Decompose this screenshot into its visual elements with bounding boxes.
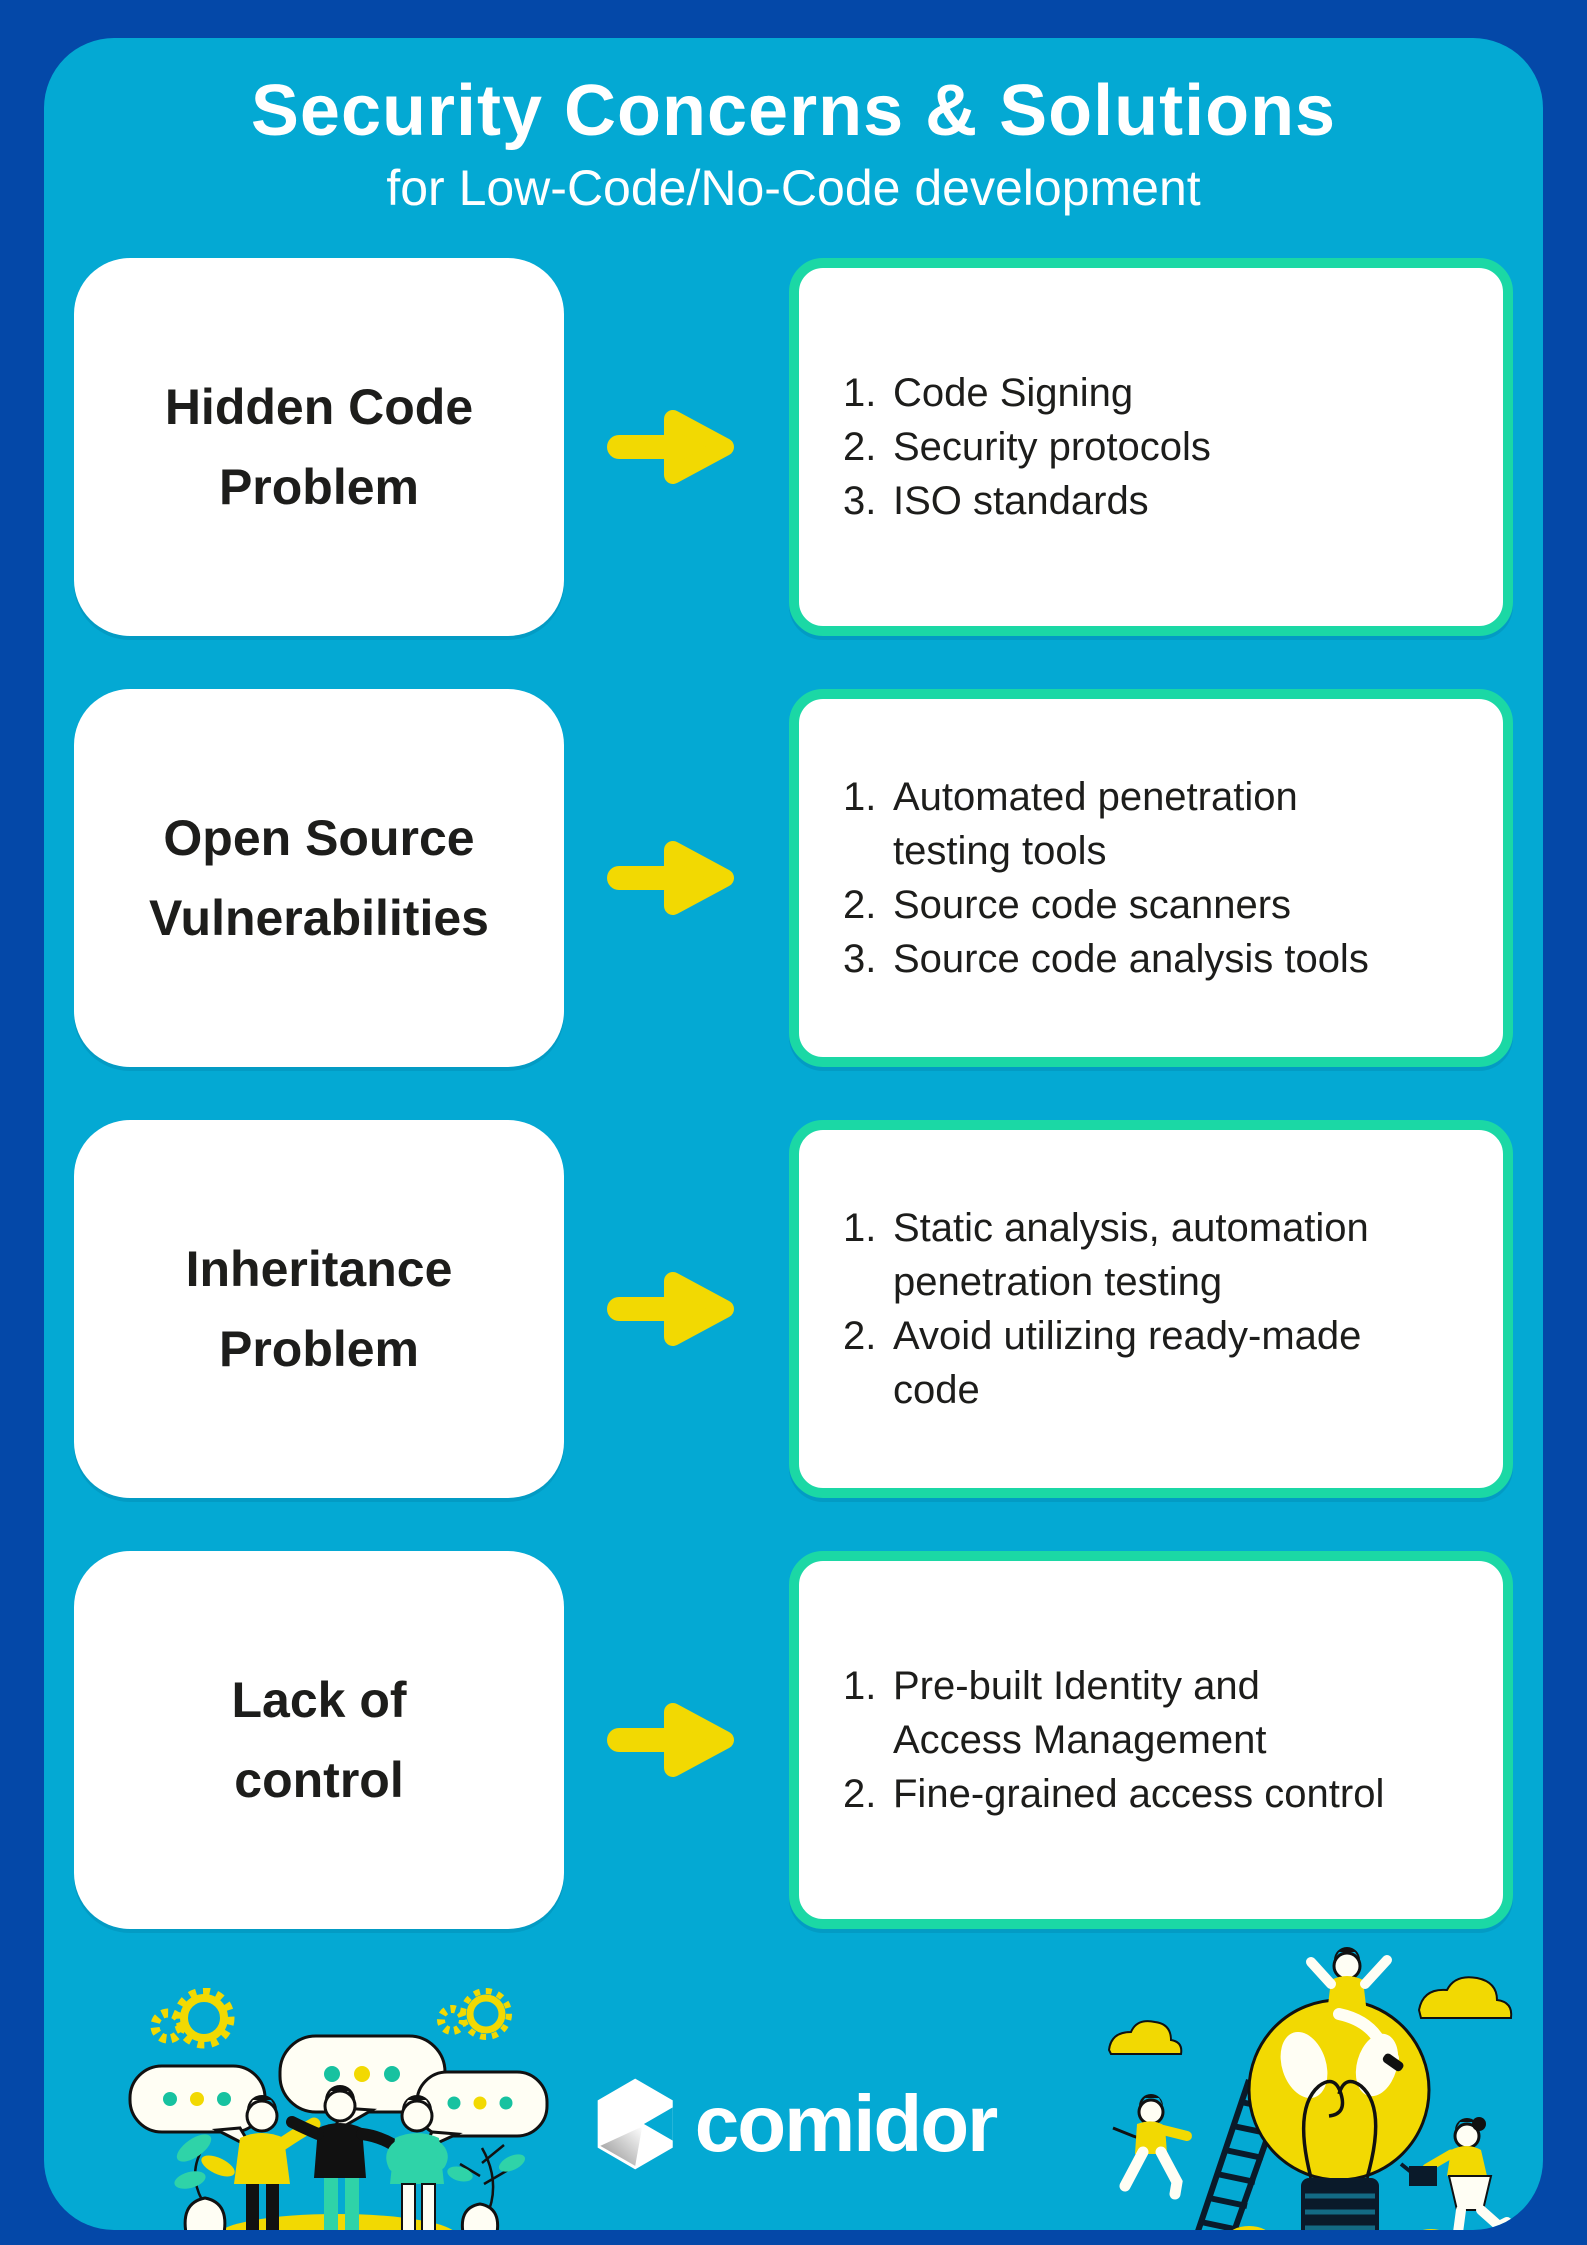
solution-item: Pre-built Identity and Access Management [843,1659,1267,1763]
comidor-logo-icon [597,2078,673,2170]
cloud-icon [1107,1976,1513,2055]
row-inheritance: Inheritance Problem Static analysis, aut… [74,1120,1513,1499]
person-teal [386,2095,448,2230]
solution-item: ISO standards [843,474,1149,528]
solution-list: Automated penetration testing tools Sour… [843,770,1369,986]
infographic-panel: Security Concerns & Solutions for Low-Co… [44,38,1543,2230]
problem-card: Hidden Code Problem [74,258,564,637]
lightbulb [1247,1998,1431,2230]
comidor-logo: comidor [591,2076,999,2172]
watering-woman [1399,2117,1512,2230]
solution-list: Static analysis, automation penetration … [843,1201,1369,1417]
arrow-cell [564,258,789,636]
solution-item: Code Signing [843,366,1134,420]
arrow-cell [564,1120,789,1498]
plant-left [174,2134,235,2230]
solution-item: Source code scanners [843,878,1292,932]
solution-box: Pre-built Identity and Access Management… [789,1551,1513,1930]
right-arrow-icon [606,1272,734,1347]
comidor-logo-text: comidor [694,2079,999,2168]
person-on-bulb [1306,1947,1404,2072]
row-lack-of-control: Lack of control Pre-built Identity and A… [74,1551,1513,1930]
lightbulb-illustration [1107,1947,1535,2230]
page-title: Security Concerns & Solutions [250,71,1337,151]
plant-right [447,2144,526,2230]
solution-box: Automated penetration testing tools Sour… [789,689,1513,1068]
solution-list: Code Signing Security protocols ISO stan… [843,366,1211,528]
row-hidden-code: Hidden Code Problem Code Signing Securit… [74,258,1513,637]
right-arrow-icon [606,1703,734,1778]
problem-card: Lack of control [74,1551,564,1930]
solution-item: Source code analysis tools [843,932,1369,986]
running-woman [1112,2094,1192,2200]
solution-item: Security protocols [843,420,1211,474]
concern-rows: Hidden Code Problem Code Signing Securit… [74,258,1513,1930]
arrow-cell [564,689,789,1067]
solution-item: Static analysis, automation penetration … [843,1201,1369,1305]
person-black [286,2085,398,2230]
problem-card: Open Source Vulnerabilities [74,689,564,1068]
person-yellow [234,2095,321,2230]
right-arrow-icon [606,841,734,916]
right-arrow-icon [606,410,734,485]
solution-item: Fine-grained access control [843,1767,1385,1821]
page-subtitle: for Low-Code/No-Code development [386,160,1201,217]
bushes [1232,2225,1535,2230]
problem-card: Inheritance Problem [74,1120,564,1499]
solution-list: Pre-built Identity and Access Management… [843,1659,1384,1821]
arrow-cell [564,1551,789,1929]
solution-box: Code Signing Security protocols ISO stan… [789,258,1513,637]
teamwork-illustration [128,1988,549,2230]
solution-box: Static analysis, automation penetration … [789,1120,1513,1499]
gears-icon [150,1988,512,2049]
ladder [1195,2079,1288,2230]
header: Security Concerns & Solutions for Low-Co… [44,71,1543,217]
row-open-source: Open Source Vulnerabilities Automated pe… [74,689,1513,1068]
solution-item: Avoid utilizing ready-made code [843,1309,1362,1413]
solution-item: Automated penetration testing tools [843,770,1298,874]
